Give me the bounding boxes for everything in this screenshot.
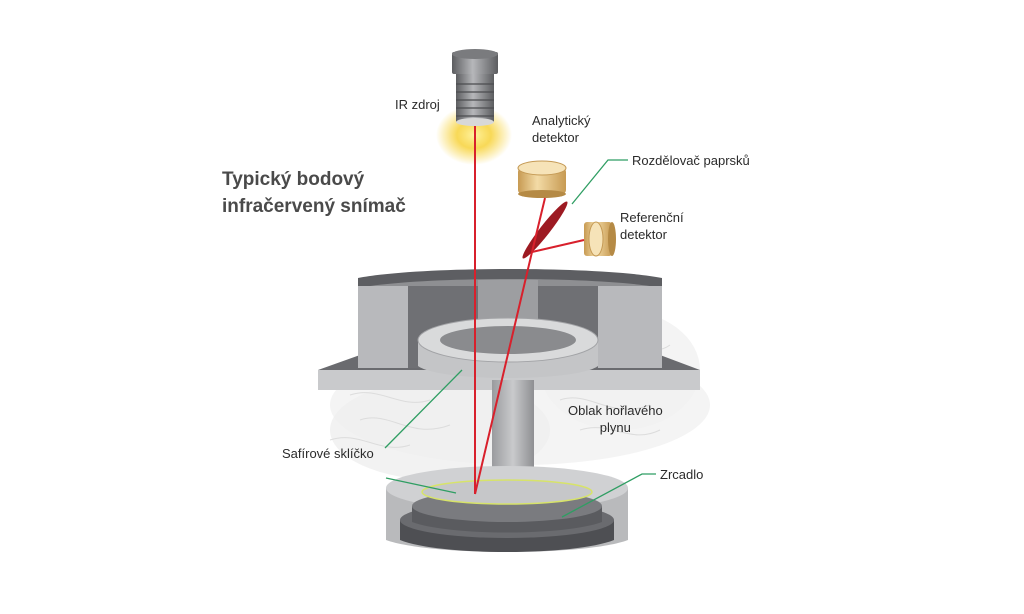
sensor-housing: [318, 269, 700, 390]
mirror-base: [386, 466, 628, 552]
analytic-detector-label-line-1: Analytický: [532, 113, 591, 128]
gas-cloud-label-line-1: Oblak hořlavého: [568, 403, 663, 418]
reference-detector: [584, 221, 616, 257]
reference-detector-label-line-1: Referenční: [620, 210, 684, 225]
mirror-label: Zrcadlo: [660, 467, 704, 482]
reference-detector-label-line-2: detektor: [620, 227, 667, 242]
leader-lines: [384, 159, 656, 518]
analytic-detector: [517, 160, 567, 198]
ir-beam: [474, 126, 585, 495]
diagram-title: Typický bodový infračervený snímač: [222, 166, 406, 220]
gas-cloud-label-line-2: plynu: [599, 420, 631, 435]
title-line-1: Typický bodový: [222, 169, 365, 190]
analytic-detector-label: Analytický detektor: [532, 112, 591, 146]
beam-splitter: [522, 201, 568, 259]
reference-detector-label: Referenční detektor: [620, 209, 684, 243]
sapphire-glass-label: Safírové sklíčko: [282, 446, 374, 461]
gas-cloud-label: Oblak hořlavého plynu: [568, 402, 663, 436]
analytic-detector-label-line-2: detektor: [532, 130, 579, 145]
ir-source-label: IR zdroj: [395, 97, 440, 112]
beam-splitter-label: Rozdělovač paprsků: [632, 153, 750, 168]
title-line-2: infračervený snímač: [222, 196, 406, 217]
